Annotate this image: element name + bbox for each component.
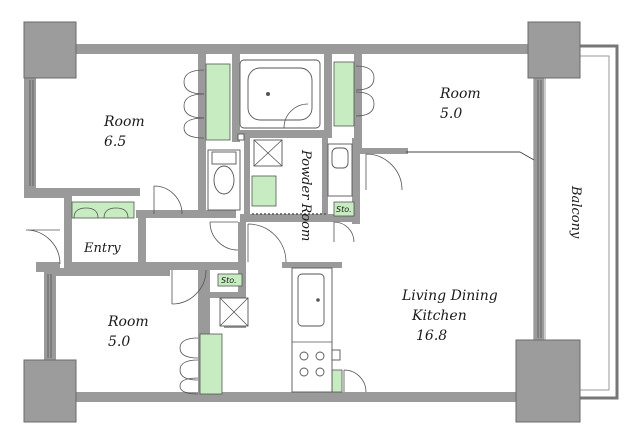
room-sw-size: 5.0 — [108, 334, 130, 350]
sto-box-2 — [217, 273, 243, 287]
bathtub — [239, 59, 321, 129]
doors — [25, 151, 535, 393]
floor-drains — [219, 139, 283, 327]
windows — [29, 80, 542, 358]
room-ne-size: 5.0 — [440, 106, 462, 122]
column-ne — [527, 21, 581, 79]
kitchen-counter — [291, 267, 341, 393]
room-ne-name: Room — [439, 86, 481, 102]
column-se — [515, 339, 581, 423]
ldk-name-line2: Kitchen — [411, 308, 467, 324]
column-nw — [23, 21, 77, 79]
closets — [71, 61, 355, 395]
powder-room-label: Powder Room — [298, 149, 313, 241]
entry-shoe-closet — [71, 201, 135, 219]
ldk-size: 16.8 — [416, 328, 447, 344]
column-sw — [23, 359, 77, 423]
balcony-label: Balcony — [568, 185, 583, 239]
entry-label: Entry — [83, 241, 121, 256]
structural-columns — [23, 21, 581, 423]
kitchen-shelf — [331, 369, 343, 393]
sto-box-1 — [333, 201, 355, 217]
toilet — [207, 149, 241, 211]
room-nw-size: 6.5 — [104, 134, 126, 150]
pipe-shaft — [237, 133, 245, 141]
sto-label-1: Sto. — [336, 205, 352, 214]
closet-sw — [199, 333, 223, 395]
closet-doors — [73, 65, 375, 395]
closet-ne — [333, 61, 355, 127]
room-nw-name: Room — [103, 114, 145, 130]
room-labels: Room 6.5 Room 5.0 Room 5.0 Living Dining… — [83, 86, 583, 350]
closet-nw — [205, 63, 231, 141]
ldk-name-line1: Living Dining — [401, 288, 498, 304]
washbasin — [327, 143, 353, 197]
powder-shelf — [251, 175, 277, 207]
room-sw-name: Room — [107, 314, 149, 330]
balcony-area — [533, 44, 619, 400]
sto-label-2: Sto. — [221, 276, 237, 285]
